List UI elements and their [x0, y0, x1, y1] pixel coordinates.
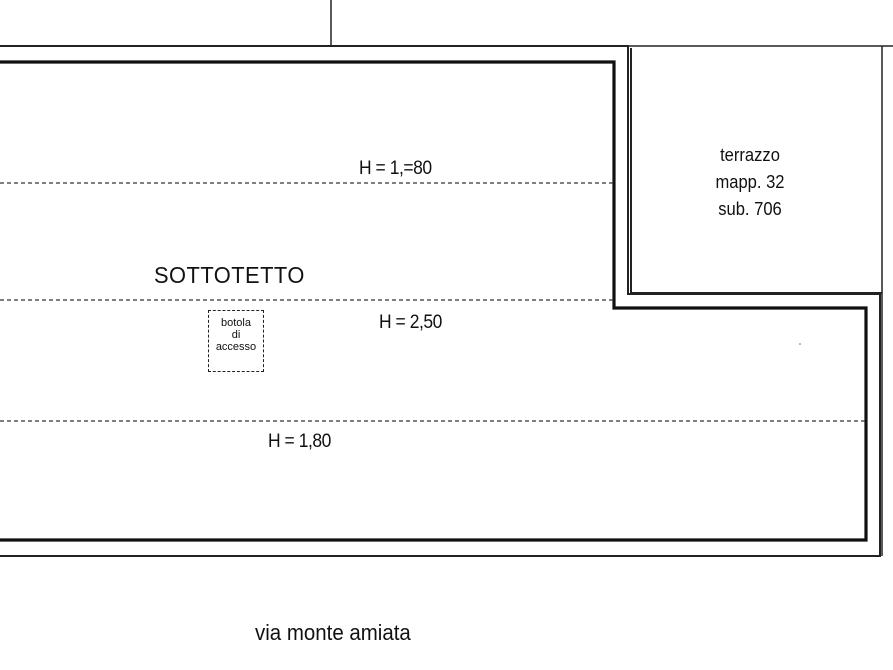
outer-boundary: [0, 45, 881, 557]
terrace-label: terrazzo mapp. 32 sub. 706: [686, 142, 815, 223]
terrace-boundary: [630, 48, 882, 294]
street-name-label: via monte amiata: [255, 620, 411, 645]
room-name-label: SOTTOTETTO: [154, 262, 305, 288]
access-hatch-box: botola di accesso: [208, 310, 264, 372]
inner-wall: [0, 60, 868, 542]
height-label-upper: H = 1,=80: [359, 158, 432, 179]
terrace-label-line2: mapp. 32: [715, 172, 785, 192]
hatch-label-line2: di: [231, 329, 241, 341]
hatch-label-line1: botola: [221, 317, 251, 329]
height-label-lower: H = 1,80: [268, 431, 331, 452]
terrace-label-line3: sub. 706: [718, 199, 782, 219]
height-label-middle: H = 2,50: [379, 312, 442, 333]
hatch-label-line3: accesso: [215, 341, 257, 353]
terrace-label-line1: terrazzo: [720, 145, 780, 165]
scan-speck: [799, 343, 801, 345]
